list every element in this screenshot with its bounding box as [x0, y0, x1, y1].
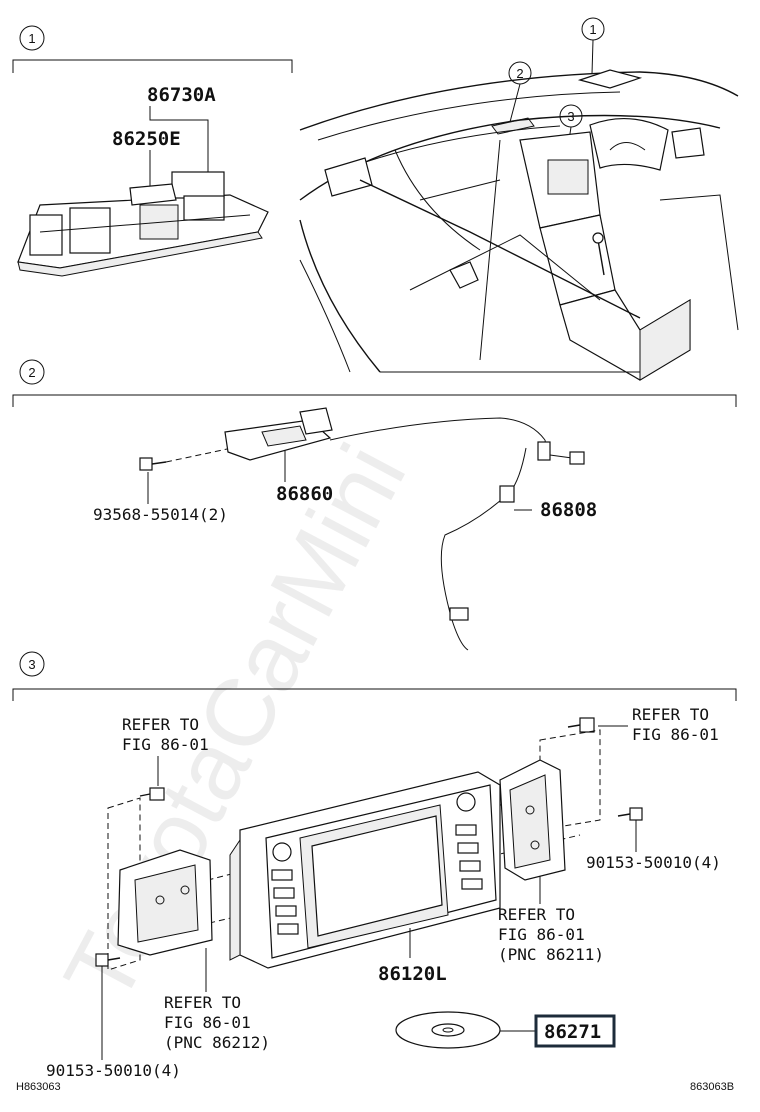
section-1-number: 1: [28, 31, 35, 46]
screw-top-right: [567, 717, 595, 733]
refer-note-mid-right-line3: (PNC 86211): [498, 945, 604, 964]
refer-note-bottom-left-line2: FIG 86-01: [164, 1013, 251, 1032]
wire-harness-86808: [329, 417, 585, 651]
part-label-86860: 86860: [276, 483, 333, 505]
section-3-number: 3: [28, 657, 35, 672]
footer-right-code: 863063B: [690, 1081, 734, 1093]
part-label-86808: 86808: [540, 499, 597, 521]
part-label-86250e: 86250E: [112, 128, 181, 150]
microphone-unit-drawing: [224, 407, 333, 461]
section-2: 2 93568-55014(2) 86860: [12, 359, 737, 651]
section-1-circle: [19, 25, 45, 51]
svg-text:2: 2: [516, 66, 523, 81]
leader-86730a: [149, 106, 209, 172]
part-label-90153-left: 90153-50010(4): [46, 1061, 181, 1080]
section-2-number: 2: [28, 365, 35, 380]
overhead-console-drawing: [17, 171, 269, 277]
section-1-bracket: [12, 59, 293, 73]
refer-note-bottom-left-line3: (PNC 86212): [164, 1033, 270, 1052]
left-mounting-bracket: [117, 849, 213, 956]
refer-note-mid-right-line2: FIG 86-01: [498, 925, 585, 944]
bolt-93568: [139, 447, 233, 471]
section-3: 3 REFER TO FIG 86-01 REFER TO FIG 86-01 …: [12, 651, 737, 1080]
section-2-circle: [19, 359, 45, 385]
section-1: 1 86730A 86250E: [12, 25, 293, 277]
part-label-86120l: 86120L: [378, 963, 447, 985]
section-3-circle: [19, 651, 45, 677]
screw-right: [617, 807, 643, 852]
footer-left-code: H863063: [16, 1081, 61, 1093]
refer-note-top-left-line1: REFER TO: [122, 715, 199, 734]
svg-text:1: 1: [589, 22, 596, 37]
part-label-93568: 93568-55014(2): [93, 505, 228, 524]
right-mounting-bracket: [499, 759, 566, 881]
screw-top-left: [139, 787, 165, 801]
refer-note-mid-right-line1: REFER TO: [498, 905, 575, 924]
section-3-bracket: [12, 688, 737, 701]
part-label-86271[interactable]: 86271: [544, 1021, 601, 1043]
screw-left: [95, 953, 121, 1060]
highlight-box-86271[interactable]: [534, 1014, 616, 1048]
dashboard-overview: 2 1 3: [299, 17, 739, 381]
refer-note-top-right-line1: REFER TO: [632, 705, 709, 724]
part-label-86730a: 86730A: [147, 84, 216, 106]
section-2-bracket: [12, 394, 737, 407]
refer-note-bottom-left-line1: REFER TO: [164, 993, 241, 1012]
map-disc-86271: [395, 1011, 501, 1049]
navigation-head-unit-86120l: [229, 771, 501, 969]
refer-note-top-left-line2: FIG 86-01: [122, 735, 209, 754]
part-label-90153-right: 90153-50010(4): [586, 853, 721, 872]
refer-note-top-right-line2: FIG 86-01: [632, 725, 719, 744]
